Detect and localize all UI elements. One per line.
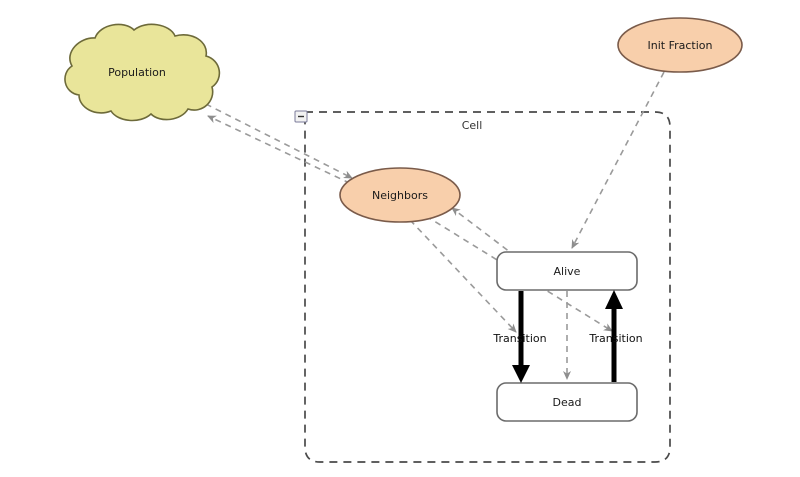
node-alive[interactable] xyxy=(496,251,638,291)
edge-neighbors-to-transition-left xyxy=(409,219,517,333)
edge-neighbors-to-transition-right xyxy=(425,215,613,332)
edge-init-fraction-to-alive xyxy=(571,71,665,249)
transition-dead-to-alive[interactable] xyxy=(605,290,623,382)
node-neighbors[interactable] xyxy=(339,167,461,223)
node-init-fraction[interactable] xyxy=(617,17,743,73)
node-dead[interactable] xyxy=(496,382,638,422)
edge-population-to-neighbors xyxy=(195,98,353,179)
transition-alive-to-dead[interactable] xyxy=(512,291,530,383)
node-population[interactable] xyxy=(64,23,221,122)
collapse-minus-icon[interactable] xyxy=(294,110,308,123)
